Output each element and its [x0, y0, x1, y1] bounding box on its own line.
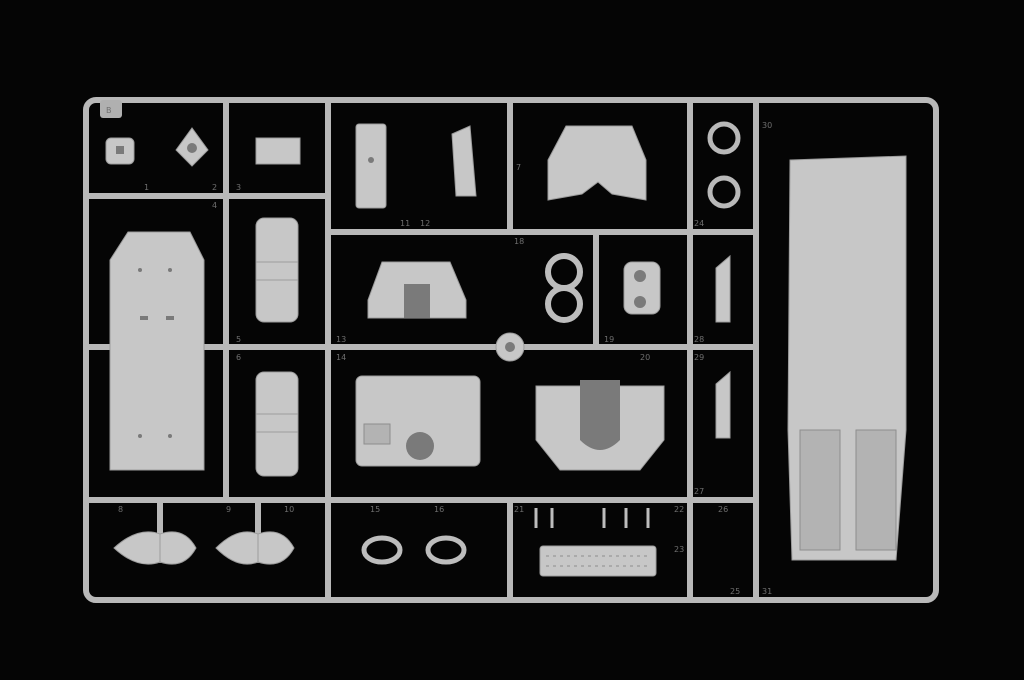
- svg-text:1: 1: [144, 183, 149, 192]
- svg-text:22: 22: [674, 505, 684, 514]
- cylinder-tank-part: [255, 217, 299, 323]
- svg-text:30: 30: [762, 121, 772, 130]
- ring-part: [707, 121, 741, 155]
- pins-part: [534, 508, 650, 528]
- svg-text:24: 24: [694, 219, 704, 228]
- svg-text:25: 25: [730, 587, 740, 596]
- sprue-frame: [83, 97, 939, 603]
- frame-part: [255, 137, 301, 165]
- grille-part: [539, 545, 657, 577]
- svg-text:29: 29: [694, 353, 704, 362]
- svg-text:14: 14: [336, 353, 346, 362]
- oval-ring-part: [361, 535, 403, 565]
- svg-text:9: 9: [226, 505, 231, 514]
- svg-text:23: 23: [674, 545, 684, 554]
- svg-text:19: 19: [604, 335, 614, 344]
- sprue-letter: B: [106, 106, 112, 115]
- svg-text:21: 21: [514, 505, 524, 514]
- svg-text:4: 4: [212, 201, 217, 210]
- svg-text:2: 2: [212, 183, 217, 192]
- svg-text:5: 5: [236, 335, 241, 344]
- part-number-tags: 1 2 3 4 5 6 7 8 9 10 11 12 13 14 15 16 1…: [118, 121, 772, 596]
- svg-text:20: 20: [640, 353, 650, 362]
- hood-part: [547, 125, 647, 201]
- seat-pan-part: [535, 380, 665, 471]
- floor-plate-part: [109, 231, 205, 471]
- headlight-part: [113, 531, 197, 565]
- svg-text:7: 7: [516, 163, 521, 172]
- svg-text:10: 10: [284, 505, 294, 514]
- headlight-part: [215, 531, 295, 565]
- panel-part: [355, 123, 387, 209]
- svg-text:15: 15: [370, 505, 380, 514]
- svg-text:8: 8: [118, 505, 123, 514]
- svg-text:13: 13: [336, 335, 346, 344]
- sprue-letter-tag: B: [100, 100, 122, 118]
- svg-text:12: 12: [420, 219, 430, 228]
- side-bracket-part: [715, 254, 731, 323]
- svg-text:11: 11: [400, 219, 410, 228]
- small-bracket-part: [105, 137, 135, 165]
- svg-text:26: 26: [718, 505, 728, 514]
- twin-ring-part: [623, 261, 661, 315]
- bulkhead-part: [355, 375, 481, 467]
- cylinder-tank-part: [255, 371, 299, 477]
- svg-text:3: 3: [236, 183, 241, 192]
- svg-text:27: 27: [694, 487, 704, 496]
- svg-text:16: 16: [434, 505, 444, 514]
- hub-part: [495, 332, 525, 362]
- housing-part: [367, 261, 467, 319]
- svg-text:28: 28: [694, 335, 704, 344]
- panel-part: [451, 125, 477, 197]
- eyelet-part: [175, 127, 209, 167]
- ring-part: [707, 175, 741, 209]
- side-bracket-part: [715, 370, 731, 439]
- oval-ring-part: [425, 535, 467, 565]
- long-hull-part: [787, 155, 907, 561]
- svg-text:6: 6: [236, 353, 241, 362]
- twin-ring-part: [545, 253, 583, 323]
- svg-text:18: 18: [514, 237, 524, 246]
- svg-text:31: 31: [762, 587, 772, 596]
